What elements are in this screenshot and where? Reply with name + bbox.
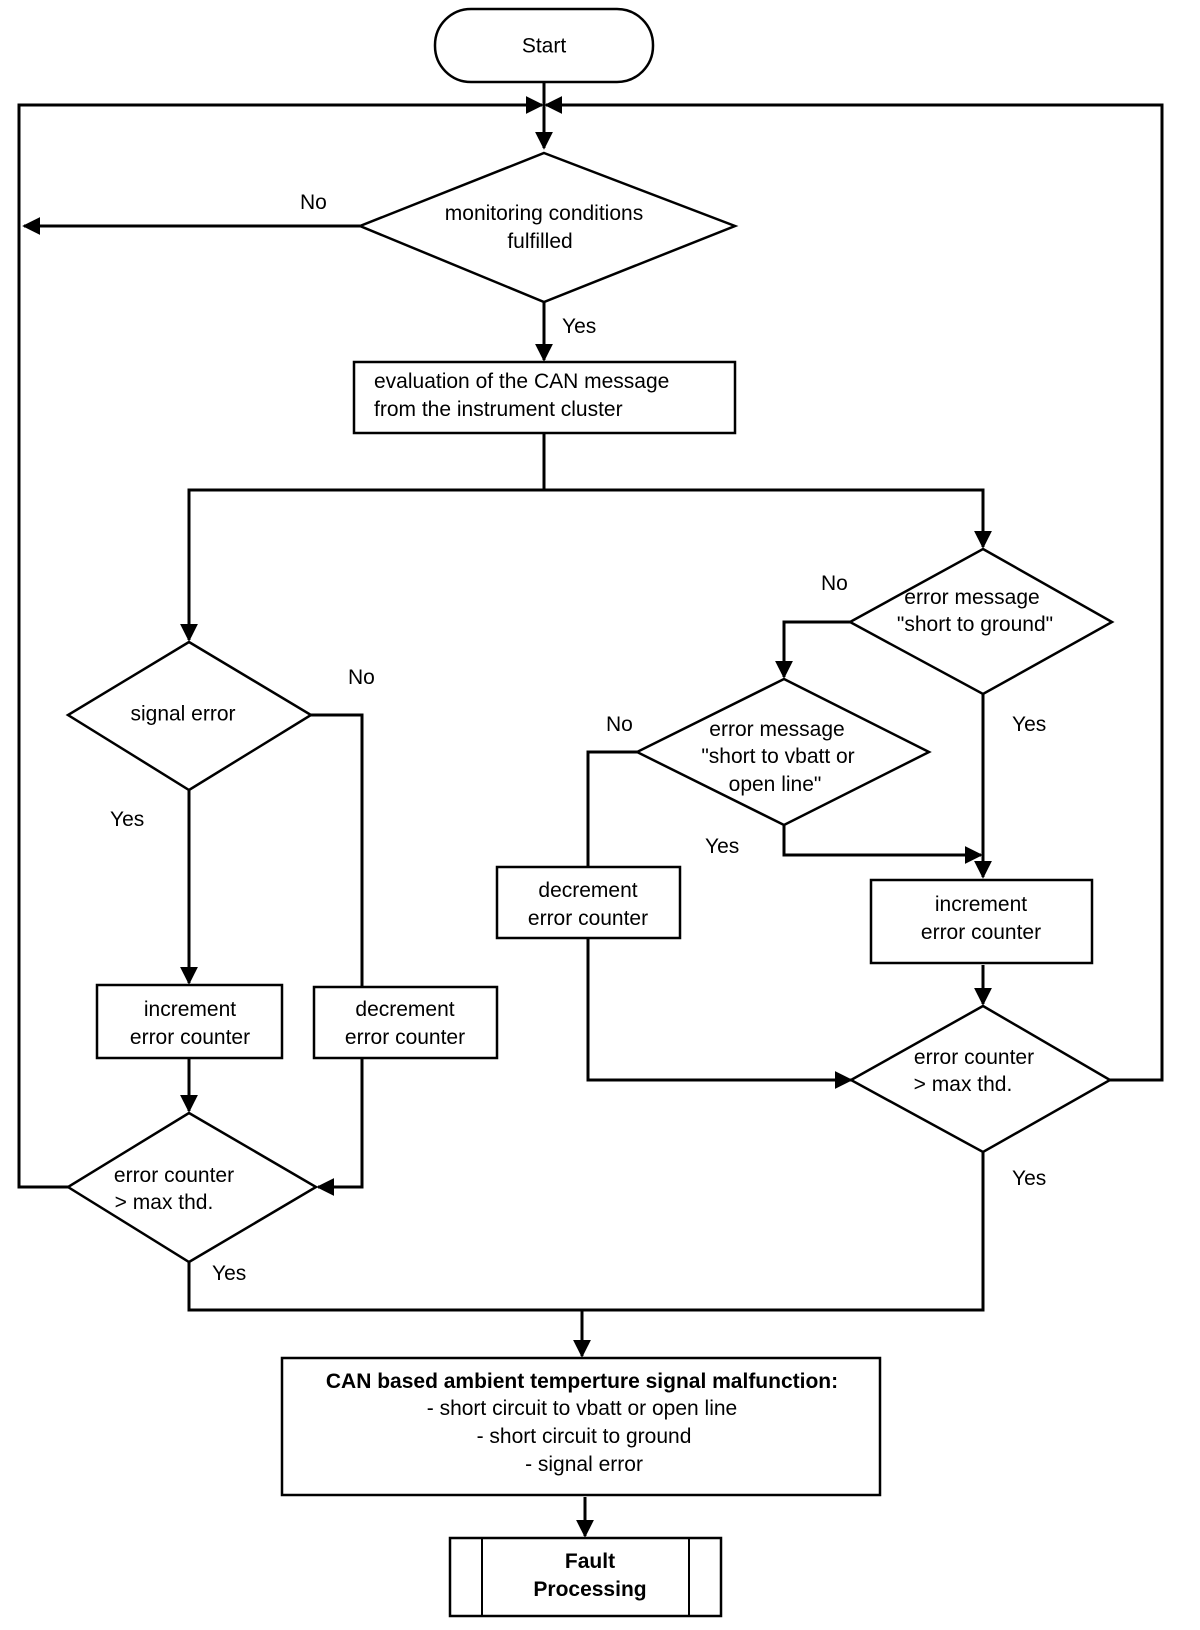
start-label: Start xyxy=(522,35,567,58)
vbatt-label-line-3: open line" xyxy=(729,773,822,796)
vbatt-label-line-1: error message xyxy=(709,718,844,741)
edge-labels: No Yes No Yes Yes No Yes No Yes Yes xyxy=(110,191,1046,1285)
malfunction-item-1: - short circuit to vbatt or open line xyxy=(427,1397,737,1420)
evaluation-label-line-1: evaluation of the CAN message xyxy=(374,370,669,393)
monitoring-label-line-1: monitoring conditions xyxy=(445,202,643,225)
malfunction-title: CAN based ambient temperture signal malf… xyxy=(326,1370,838,1393)
monitoring-label-line-2: fulfilled xyxy=(507,230,572,253)
counter-left-line-2: > max thd. xyxy=(115,1191,214,1214)
decrement-left-line-2: error counter xyxy=(345,1026,465,1049)
edge-counter-right-yes xyxy=(582,1152,985,1312)
label-counter-left-yes: Yes xyxy=(212,1262,246,1285)
vbatt-label-line-2: "short to vbatt or xyxy=(701,745,854,768)
increment-left-line-1: increment xyxy=(144,998,236,1021)
decrement-counter-right: decrement error counter xyxy=(495,865,682,940)
edge-counter-left-yes xyxy=(187,1262,591,1358)
counter-left-line-1: error counter xyxy=(114,1164,234,1187)
decrement-left-line-1: decrement xyxy=(355,998,454,1021)
counter-right-line-2: > max thd. xyxy=(914,1073,1013,1096)
label-ground-yes: Yes xyxy=(1012,713,1046,736)
edge-ground-no xyxy=(775,620,850,679)
counter-threshold-right-decision: error counter > max thd. xyxy=(848,1004,1113,1154)
connectors xyxy=(17,82,1164,1538)
increment-left-line-2: error counter xyxy=(130,1026,250,1049)
edge-right-loop-return xyxy=(544,96,1164,1082)
fault-processing-subprocess: Fault Processing xyxy=(448,1536,723,1618)
ground-label-line-2: "short to ground" xyxy=(897,613,1053,636)
decrement-right-line-1: decrement xyxy=(538,879,637,902)
edge-signal-error-no xyxy=(311,713,364,987)
edge-left-loop-return xyxy=(17,96,544,1189)
edge-decrement-right-to-counter xyxy=(586,938,853,1089)
ground-label-line-1: error message xyxy=(904,586,1039,609)
signal-error-label: signal error xyxy=(130,703,235,726)
edge-vbatt-no xyxy=(586,750,637,867)
monitoring-conditions-decision: monitoring conditions fulfilled xyxy=(356,151,739,304)
decrement-right-line-2: error counter xyxy=(528,907,648,930)
short-to-vbatt-decision: error message "short to vbatt or open li… xyxy=(634,677,932,827)
malfunction-box: CAN based ambient temperture signal malf… xyxy=(280,1356,882,1497)
label-ground-no: No xyxy=(821,572,848,595)
label-signal-error-yes: Yes xyxy=(110,808,144,831)
counter-threshold-left-decision: error counter > max thd. xyxy=(65,1111,319,1264)
evaluation-process: evaluation of the CAN message from the i… xyxy=(352,360,737,435)
increment-counter-right: increment error counter xyxy=(869,878,1094,965)
label-monitoring-yes: Yes xyxy=(562,315,596,338)
malfunction-item-3: - signal error xyxy=(525,1453,643,1476)
increment-counter-left: increment error counter xyxy=(95,983,284,1060)
signal-error-decision: signal error xyxy=(65,640,314,792)
edge-evaluation-split xyxy=(180,433,546,642)
counter-right-line-1: error counter xyxy=(914,1046,1034,1069)
start-node: Start xyxy=(433,7,655,84)
fault-label-line-1: Fault xyxy=(565,1550,615,1573)
increment-right-line-2: error counter xyxy=(921,921,1041,944)
label-counter-right-yes: Yes xyxy=(1012,1167,1046,1190)
malfunction-item-2: - short circuit to ground xyxy=(477,1425,692,1448)
evaluation-label-line-2: from the instrument cluster xyxy=(374,398,623,421)
label-vbatt-no: No xyxy=(606,713,633,736)
edge-evaluation-to-ground xyxy=(544,488,992,549)
edge-vbatt-yes xyxy=(782,825,983,864)
label-monitoring-no: No xyxy=(300,191,327,214)
label-signal-error-no: No xyxy=(348,666,375,689)
fault-label-line-2: Processing xyxy=(533,1578,646,1601)
short-to-ground-decision: error message "short to ground" xyxy=(847,547,1115,696)
decrement-counter-left: decrement error counter xyxy=(312,985,499,1060)
increment-right-line-1: increment xyxy=(935,893,1027,916)
edge-decrement-left-to-counter xyxy=(316,1058,364,1196)
label-vbatt-yes: Yes xyxy=(705,835,739,858)
